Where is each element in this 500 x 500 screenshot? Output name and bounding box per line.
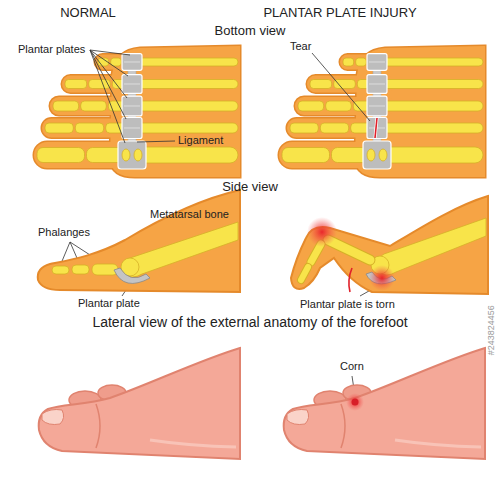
side-view-normal: [38, 190, 240, 292]
column-heading: NORMAL: [60, 6, 116, 21]
inflammation-glow: [369, 265, 395, 291]
section-heading: Bottom view: [215, 24, 286, 39]
bottom-view-normal: [34, 46, 240, 177]
watermark: #243824456: [486, 305, 496, 355]
section-heading: Lateral view of the external anatomy of …: [92, 314, 407, 330]
corn-glow: [346, 393, 364, 411]
part-label: Plantar plate: [78, 297, 140, 310]
part-label: Corn: [340, 360, 364, 373]
part-label: Plantar plates: [18, 43, 85, 56]
tear-mark: [349, 268, 352, 292]
corn-dot: [352, 399, 359, 406]
side-view-injury: [291, 196, 488, 294]
forefoot-injury: [284, 348, 485, 459]
part-label: Phalanges: [38, 226, 90, 239]
tear-mark: [375, 118, 377, 138]
inflammation-glow: [307, 217, 337, 247]
section-heading: Side view: [222, 180, 278, 195]
part-label: Plantar plate is torn: [300, 298, 395, 311]
forefoot-normal: [39, 348, 240, 459]
bottom-view-injury: [279, 46, 485, 177]
part-label: Metatarsal bone: [150, 208, 229, 221]
column-heading: PLANTAR PLATE INJURY: [263, 6, 416, 21]
part-label: Ligament: [178, 134, 223, 147]
part-label: Tear: [290, 40, 311, 53]
